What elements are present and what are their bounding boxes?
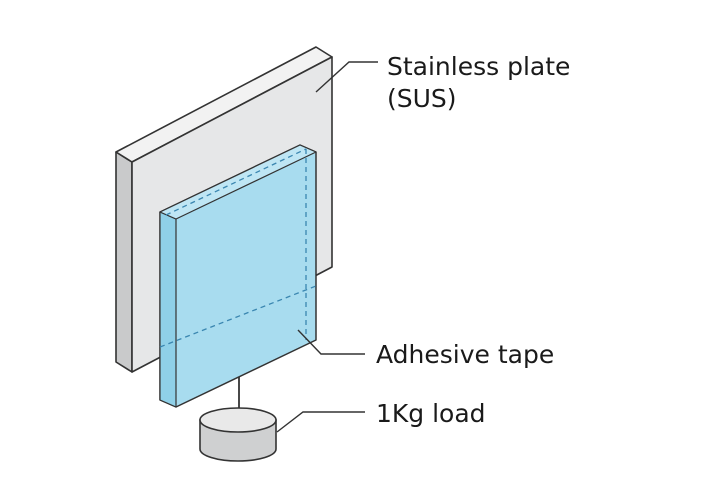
plate-edge-behind-tape [159, 285, 317, 348]
tape-hidden-edge-top [165, 148, 307, 216]
tape-top-edge [159, 144, 317, 220]
weight-top [199, 407, 277, 433]
adhesive-tape [159, 144, 317, 408]
label-load: 1Kg load [376, 399, 486, 428]
leader-line-tape [297, 329, 365, 355]
label-stainless-plate: Stainless plate [387, 52, 571, 81]
leader-line-plate [315, 61, 378, 93]
plate-left-side [115, 151, 133, 373]
leader-line-load [276, 411, 365, 433]
label-sus: (SUS) [387, 84, 457, 113]
label-adhesive-tape: Adhesive tape [376, 340, 555, 369]
tape-left-edge [159, 211, 177, 408]
load-weight [199, 407, 277, 462]
